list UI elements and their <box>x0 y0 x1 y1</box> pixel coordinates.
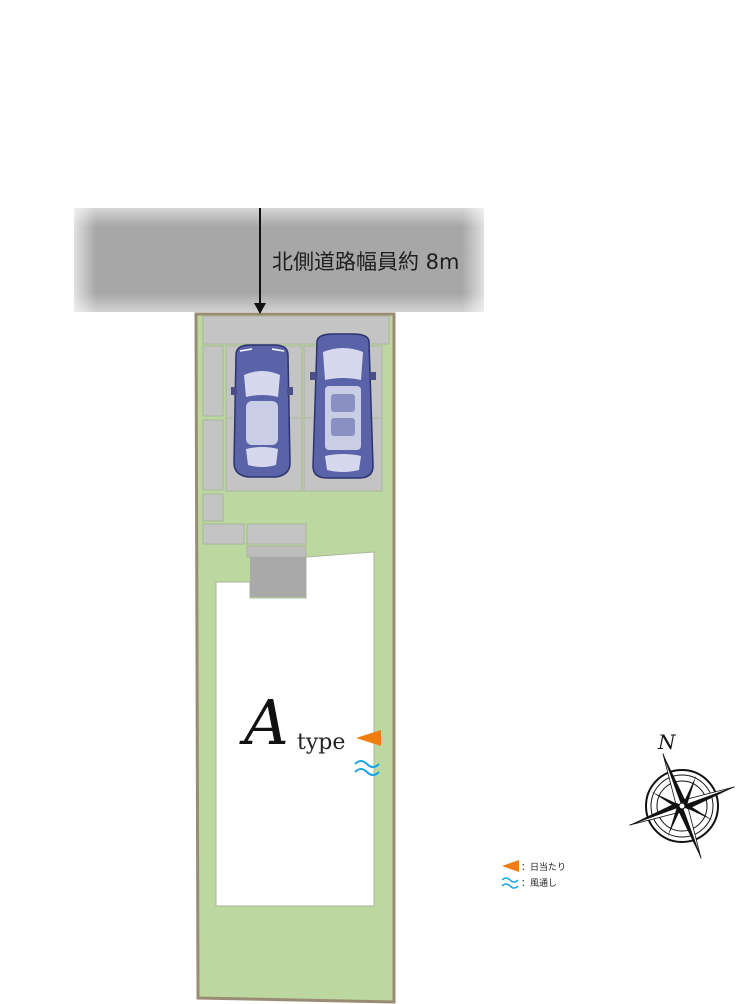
path-stone <box>246 523 307 545</box>
path-stone <box>202 523 245 545</box>
building-type-word: type <box>297 730 346 755</box>
paving-stone <box>202 345 224 417</box>
compass-north-letter: N <box>658 730 676 754</box>
road-fade-right <box>462 208 484 312</box>
car-sedan <box>231 344 293 478</box>
legend: ：日当たり ：風通し <box>521 860 566 889</box>
north-road <box>74 208 484 312</box>
house-footprint <box>215 551 375 907</box>
legend-label-ventilation: ：風通し <box>521 879 558 889</box>
car-suv <box>310 333 376 479</box>
legend-item-sunlight: ：日当たり <box>521 860 566 873</box>
road-fade-left <box>74 208 96 312</box>
sun-arrow-icon <box>356 730 381 746</box>
legend-wind-icon <box>501 877 519 889</box>
porch <box>246 545 307 558</box>
entrance-step <box>250 557 306 597</box>
paving-stone <box>202 493 224 522</box>
building-type-letter: A <box>244 686 289 759</box>
arrow-head <box>254 303 266 314</box>
legend-item-ventilation: ：風通し <box>521 876 566 889</box>
legend-sun-icon <box>502 860 519 872</box>
wind-icon <box>354 760 380 776</box>
legend-label-sunlight: ：日当たり <box>521 863 567 873</box>
road-width-label: 北側道路幅員約 8m <box>272 250 460 274</box>
compass-rose <box>629 753 735 859</box>
paving-stone <box>202 419 224 491</box>
